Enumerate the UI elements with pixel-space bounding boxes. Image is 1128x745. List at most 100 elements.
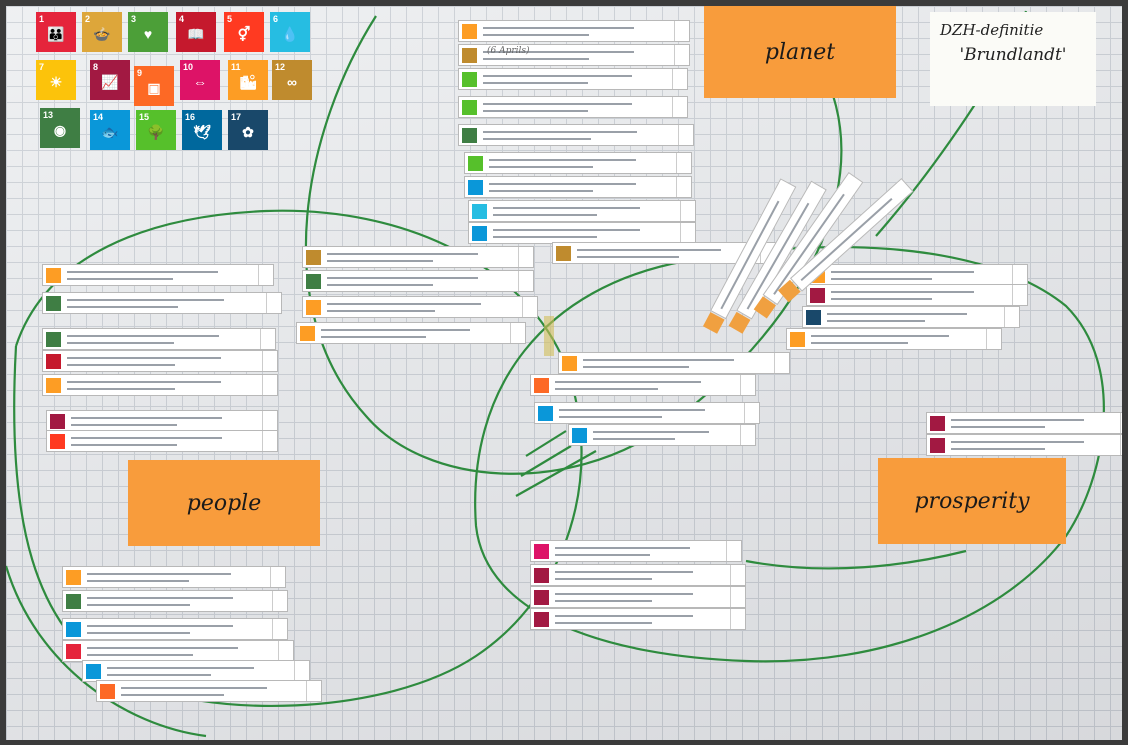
target-strip: [82, 660, 310, 682]
strip-text: [557, 403, 744, 423]
target-strip: [534, 402, 760, 424]
sdg-mini-icon: [534, 567, 549, 583]
target-strip: [62, 566, 286, 588]
strip-counter: [1120, 435, 1122, 455]
equality-arrows-icon: ⇔: [193, 74, 207, 90]
target-strip: [464, 176, 692, 198]
strip-counter: [674, 21, 689, 41]
strip-counter: [986, 329, 1001, 349]
target-strip: [530, 564, 746, 586]
strip-text: [949, 435, 1120, 455]
strip-text: [487, 153, 676, 173]
sdg-mini-icon: [534, 611, 549, 627]
growth-chart-icon: 📈: [101, 74, 119, 90]
strip-text: [65, 329, 260, 349]
sdg-tile-number: 6: [273, 14, 279, 24]
city-icon: 🏙: [239, 74, 257, 90]
target-strip: [458, 96, 688, 118]
target-strip: [926, 434, 1122, 456]
target-strip: [96, 680, 322, 702]
cubes-icon: ▣: [147, 80, 161, 96]
strip-text: [325, 297, 522, 317]
sdg-tile-12: 12∞: [272, 60, 312, 100]
strip-counter: [306, 681, 321, 701]
strip-counter: [278, 641, 293, 661]
sdg-tile-number: 4: [179, 14, 185, 24]
strip-text: (6 Aprils): [481, 45, 674, 65]
book-icon: 📖: [187, 26, 205, 42]
strip-counter: [266, 293, 281, 313]
sdg-tile-10: 10⇔: [180, 60, 220, 100]
sdg-mini-icon: [462, 127, 477, 143]
target-strip: [302, 246, 534, 268]
definition-line-1: DZH-definitie: [940, 21, 1044, 39]
target-strip: [62, 590, 288, 612]
strip-text: [65, 265, 258, 285]
strip-text: [65, 375, 262, 395]
sdg-mini-icon: [46, 295, 61, 311]
sdg-tile-16: 16🕊: [182, 110, 222, 150]
sdg-tile-6: 6💧: [270, 12, 310, 52]
infinity-icon: ∞: [287, 74, 297, 90]
strip-text: [553, 541, 726, 561]
strip-text: [949, 413, 1120, 433]
strip-text: [65, 293, 266, 313]
target-strip: [302, 296, 538, 318]
target-strip: [530, 540, 742, 562]
strip-counter: [522, 297, 537, 317]
strip-text: [481, 21, 674, 41]
strip-counter: [730, 587, 745, 607]
target-strip: [530, 586, 746, 608]
strip-text: [575, 243, 760, 263]
sdg-tile-number: 14: [93, 112, 104, 122]
strip-text: [591, 425, 740, 445]
sdg-mini-icon: [300, 325, 315, 341]
sdg-tile-number: 17: [231, 112, 242, 122]
sdg-mini-icon: [50, 433, 65, 449]
sdg-tile-11: 11🏙: [228, 60, 268, 100]
sdg-mini-icon: [306, 273, 321, 289]
definition-line-2: 'Brundlandt': [959, 45, 1067, 65]
sdg-mini-icon: [462, 71, 477, 87]
target-strip: [42, 328, 276, 350]
outer-curve: [6, 565, 207, 738]
target-strip: [468, 222, 696, 244]
sdg-mini-icon: [806, 309, 821, 325]
strip-counter: [510, 323, 525, 343]
sdg-tile-5: 5⚥: [224, 12, 264, 52]
sdg-tile-number: 9: [137, 68, 143, 78]
strip-text: [85, 641, 278, 661]
sdg-mini-icon: [562, 355, 577, 371]
sdg-mini-icon: [468, 155, 483, 171]
sdg-mini-icon: [306, 299, 321, 315]
strip-counter: [680, 201, 695, 221]
sdg-mini-icon: [462, 47, 477, 63]
target-strip: [558, 352, 790, 374]
strip-counter: [672, 97, 687, 117]
sdg-mini-icon: [46, 353, 61, 369]
sdg-tile-number: 8: [93, 62, 99, 72]
planet-note-text: planet: [764, 39, 836, 65]
dove-icon: 🕊: [193, 124, 211, 140]
sdg-mini-icon: [100, 683, 115, 699]
target-strip: (6 Aprils): [458, 44, 690, 66]
definition-note: DZH-definitie 'Brundlandt': [930, 12, 1096, 106]
strip-counter: [740, 425, 755, 445]
sdg-mini-icon: [572, 427, 587, 443]
target-strip: [42, 292, 282, 314]
sun-icon: ☀: [49, 74, 63, 90]
sdg-mini-icon: [306, 249, 321, 265]
target-strip: [46, 430, 278, 452]
target-strip: [530, 608, 746, 630]
strip-text: [825, 307, 1004, 327]
flower-rings-icon: ✿: [242, 124, 254, 140]
strip-counter: [272, 619, 287, 639]
strip-counter: [730, 565, 745, 585]
target-strip: [926, 412, 1122, 434]
sdg-tile-number: 2: [85, 14, 91, 24]
sdg-tile-17: 17✿: [228, 110, 268, 150]
strip-text: [487, 177, 676, 197]
target-strip: [46, 410, 278, 432]
strip-text: [481, 125, 678, 145]
strip-counter: [1012, 265, 1027, 285]
